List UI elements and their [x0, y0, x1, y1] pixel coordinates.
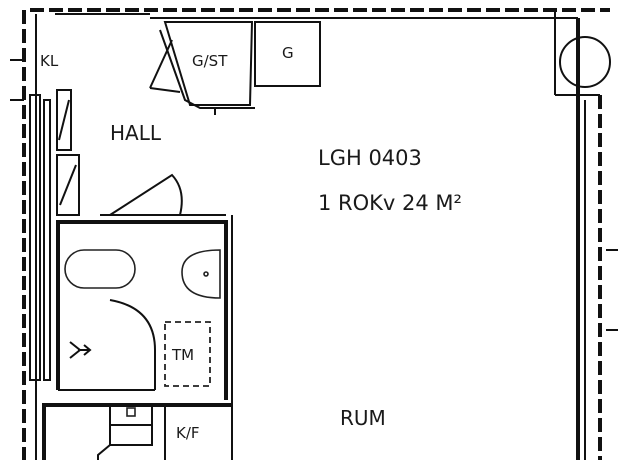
room-label-g: G [282, 44, 294, 62]
washing-machine-spot [164, 321, 211, 387]
outer-wall-left [10, 10, 51, 460]
room-label-rum: RUM [340, 406, 386, 430]
bathroom-walls [56, 173, 233, 460]
room-label-kf: K/F [176, 424, 200, 442]
bathroom-fixtures [64, 249, 221, 390]
outer-wall-right [576, 18, 618, 460]
washbasin [181, 249, 221, 299]
room-label-kl: KL [40, 52, 59, 70]
toilet [64, 249, 136, 289]
shower-icon [69, 341, 92, 359]
g-storage [254, 21, 321, 87]
outer-wall-top [30, 8, 610, 19]
room-label-tm: TM [171, 346, 194, 364]
kitchen-unit [42, 403, 232, 460]
room-label-gst: G/ST [192, 52, 228, 70]
wardrobe-units [56, 89, 80, 216]
gst-closet [149, 21, 255, 115]
apartment-size: 1 ROKv 24 M² [318, 191, 462, 215]
apartment-id: LGH 0403 [318, 146, 422, 170]
column-circle [559, 36, 611, 88]
room-label-hall: HALL [110, 121, 162, 145]
